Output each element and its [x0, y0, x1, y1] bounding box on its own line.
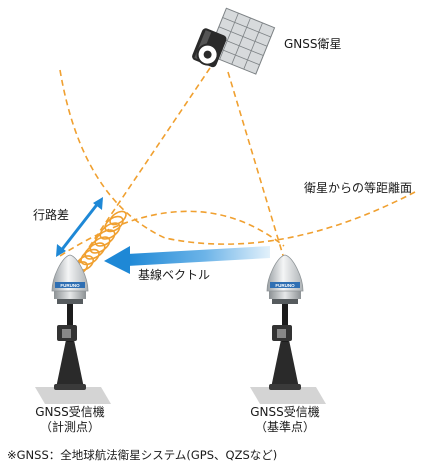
- baseline-vector-label: 基線ベクトル: [138, 268, 211, 282]
- measuring-receiver-brand: FURUNO: [60, 283, 80, 288]
- reference-receiver-icon: FURUNO: [249, 254, 327, 405]
- path-difference-label: 行路差: [33, 208, 70, 222]
- equidistant-surfaces: [59, 69, 416, 257]
- measuring-receiver-caption: GNSS受信機 （計測点）: [20, 405, 120, 435]
- signal-ray-to-reference: [227, 71, 286, 263]
- reference-receiver-subtitle: （基準点）: [254, 420, 315, 434]
- reference-receiver-caption: GNSS受信機 （基準点）: [235, 405, 335, 435]
- reference-receiver-brand: FURUNO: [275, 283, 295, 288]
- baseline-vector-arrow: [104, 246, 270, 274]
- reference-receiver-title: GNSS受信機: [250, 405, 320, 419]
- signal-ray-to-measuring: [74, 67, 211, 269]
- measuring-receiver-title: GNSS受信機: [35, 405, 105, 419]
- path-difference-arrow: [56, 197, 103, 257]
- satellite-icon: [192, 7, 276, 75]
- footnote: ※GNSS：全地球航法衛星システム(GPS、QZSなど): [7, 448, 278, 462]
- path-difference-coil: [72, 210, 127, 275]
- equidistant-arc-inner: [59, 210, 285, 257]
- equidistant-arc-outer: [59, 69, 416, 245]
- equidistant-surface-label: 衛星からの等距離面: [304, 181, 413, 195]
- measuring-receiver-icon: FURUNO: [34, 254, 112, 405]
- signal-rays: [74, 67, 286, 269]
- satellite-label: GNSS衛星: [284, 37, 342, 51]
- measuring-receiver-subtitle: （計測点）: [39, 420, 100, 434]
- reference-receiver-brand-plate: [270, 282, 300, 288]
- measuring-receiver-brand-plate: [55, 282, 85, 288]
